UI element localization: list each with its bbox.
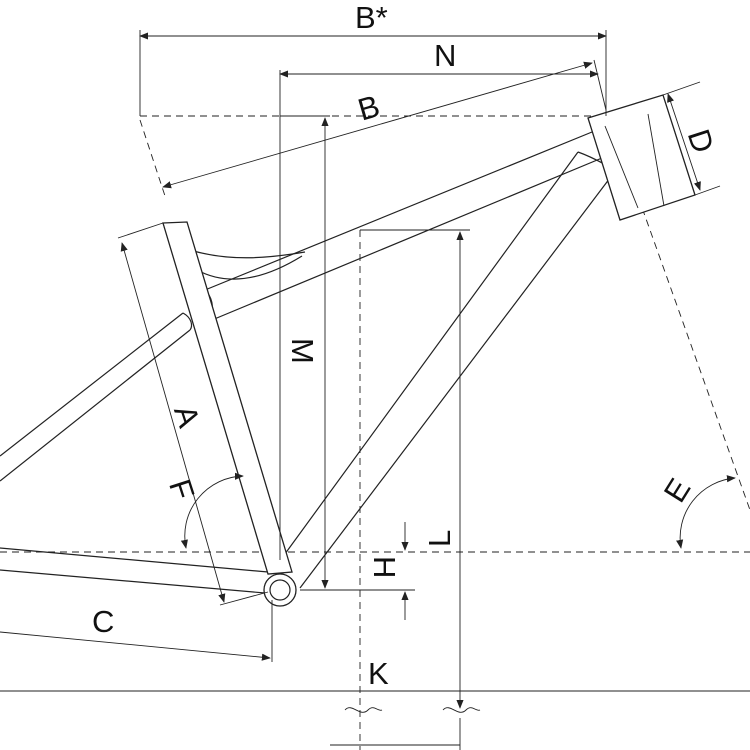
label-b-star: B*	[355, 0, 388, 35]
top-tube-lower-edge	[211, 157, 603, 321]
a-extension-bottom	[219, 591, 269, 606]
bottom-bracket-outer	[263, 573, 297, 607]
d-extension-top	[662, 81, 701, 96]
top-tube-upper-edge	[204, 131, 593, 291]
top-tube-gusset-lower	[196, 255, 303, 280]
b-dimension-line	[162, 61, 593, 189]
f-angle-arc	[180, 472, 244, 549]
label-m: M	[285, 338, 320, 364]
head-tube-inner-line	[604, 125, 639, 209]
wheel-break-mark-right	[442, 707, 481, 713]
down-tube-upper-edge	[281, 151, 579, 559]
seat-stay-upper	[0, 312, 184, 457]
down-tube-lower-edge	[299, 169, 617, 589]
seat-tube	[162, 221, 293, 575]
d-dimension-line	[667, 93, 701, 191]
label-a: A	[167, 401, 207, 432]
label-d: D	[681, 125, 721, 157]
head-tube-inner-line-2	[647, 113, 665, 207]
label-n: N	[434, 38, 456, 73]
label-f: F	[162, 475, 201, 504]
head-tube-axis-extension	[609, 117, 750, 511]
seat-tube-extension-dashed	[139, 119, 166, 197]
label-h: H	[367, 556, 402, 578]
chain-stay-lower	[0, 569, 266, 594]
a-extension-top	[117, 222, 164, 239]
d-extension-bottom	[694, 185, 721, 196]
label-c: C	[92, 604, 114, 639]
label-b: B	[354, 88, 384, 127]
bottom-bracket-inner	[269, 579, 291, 601]
label-l: L	[422, 530, 457, 547]
head-tube	[587, 94, 696, 221]
wheel-break-mark-left	[344, 707, 383, 713]
n-extension-right	[593, 59, 607, 111]
seat-stay-lower	[0, 329, 191, 482]
e-angle-arc	[676, 475, 736, 549]
c-dimension-line	[0, 631, 271, 661]
label-k: K	[368, 656, 389, 691]
